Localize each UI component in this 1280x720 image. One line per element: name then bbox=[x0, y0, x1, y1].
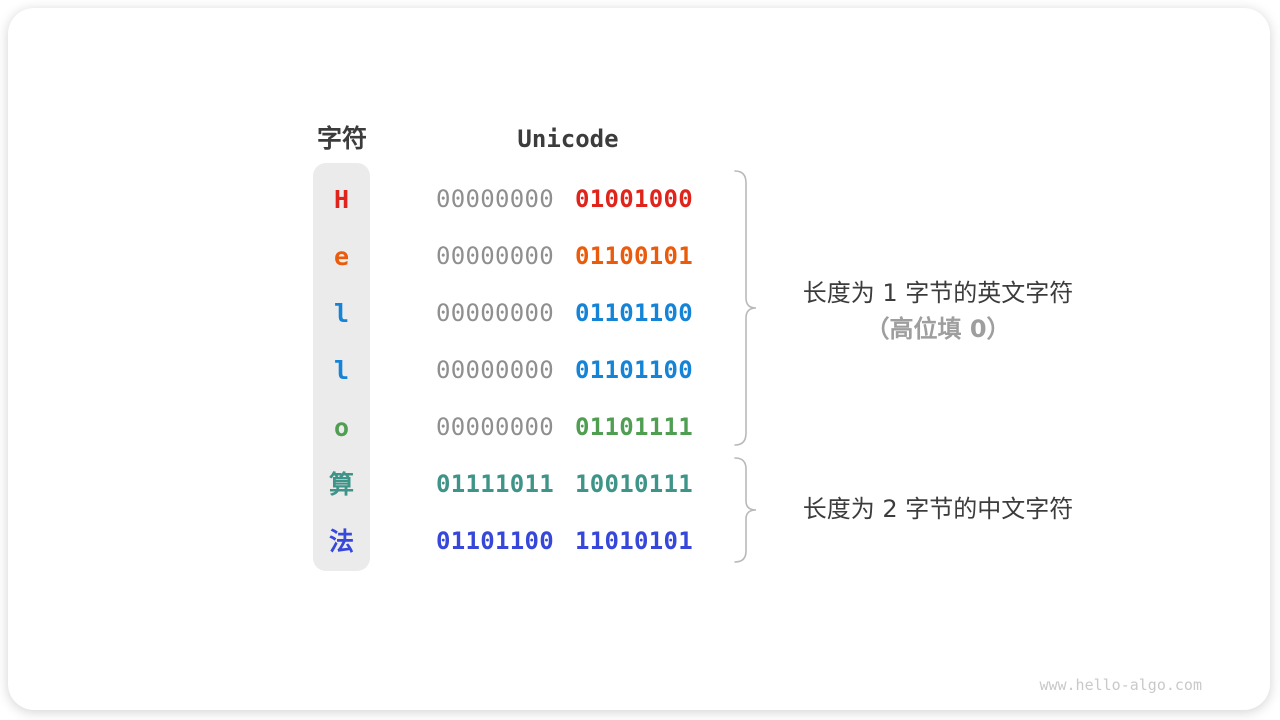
char-cell: l bbox=[333, 299, 350, 328]
char-cell: 算 bbox=[328, 470, 354, 499]
column-header-char: 字符 bbox=[316, 124, 367, 153]
brace-chinese-icon bbox=[734, 457, 757, 563]
char-cell: o bbox=[333, 413, 350, 442]
watermark: www.hello-algo.com bbox=[1039, 676, 1202, 694]
unicode-byte-high: 00000000 bbox=[436, 356, 554, 384]
unicode-byte-high: 00000000 bbox=[436, 242, 554, 270]
annotation-english-line1: 长度为 1 字节的英文字符 bbox=[802, 279, 1074, 307]
unicode-byte-low: 01100101 bbox=[575, 242, 693, 270]
unicode-byte-low: 01001000 bbox=[575, 185, 693, 213]
unicode-byte-low: 01101100 bbox=[575, 356, 693, 384]
unicode-byte-low: 10010111 bbox=[575, 470, 693, 498]
unicode-byte-low: 01101100 bbox=[575, 299, 693, 327]
char-cell: H bbox=[333, 185, 350, 214]
table-row: H 00000000 01001000 bbox=[8, 171, 1270, 228]
annotation-chinese-chars: 长度为 2 字节的中文字符 bbox=[763, 491, 1113, 527]
unicode-byte-high: 01101100 bbox=[436, 527, 554, 555]
unicode-byte-low: 01101111 bbox=[575, 413, 693, 441]
table-row: 法 01101100 11010101 bbox=[8, 513, 1270, 570]
unicode-byte-high: 00000000 bbox=[436, 299, 554, 327]
char-cell: e bbox=[333, 242, 350, 271]
char-cell: 法 bbox=[328, 527, 354, 556]
unicode-byte-low: 11010101 bbox=[575, 527, 693, 555]
annotation-chinese-line1: 长度为 2 字节的中文字符 bbox=[802, 495, 1074, 523]
unicode-byte-high: 00000000 bbox=[436, 185, 554, 213]
char-cell: l bbox=[333, 356, 350, 385]
column-header-unicode: Unicode bbox=[517, 125, 619, 153]
char-column-background bbox=[313, 163, 370, 571]
diagram-card: 字符 Unicode H 00000000 01001000 e 0000000… bbox=[8, 8, 1270, 710]
annotation-english-line2: （高位填 0） bbox=[865, 315, 1011, 343]
annotation-english-chars: 长度为 1 字节的英文字符 （高位填 0） bbox=[763, 275, 1113, 347]
table-row: 算 01111011 10010111 bbox=[8, 456, 1270, 513]
table-row: e 00000000 01100101 bbox=[8, 228, 1270, 285]
table-row: o 00000000 01101111 bbox=[8, 399, 1270, 456]
table-row: l 00000000 01101100 bbox=[8, 342, 1270, 399]
table-row: l 00000000 01101100 bbox=[8, 285, 1270, 342]
brace-english-icon bbox=[734, 170, 757, 446]
unicode-byte-high: 00000000 bbox=[436, 413, 554, 441]
unicode-byte-high: 01111011 bbox=[436, 470, 554, 498]
